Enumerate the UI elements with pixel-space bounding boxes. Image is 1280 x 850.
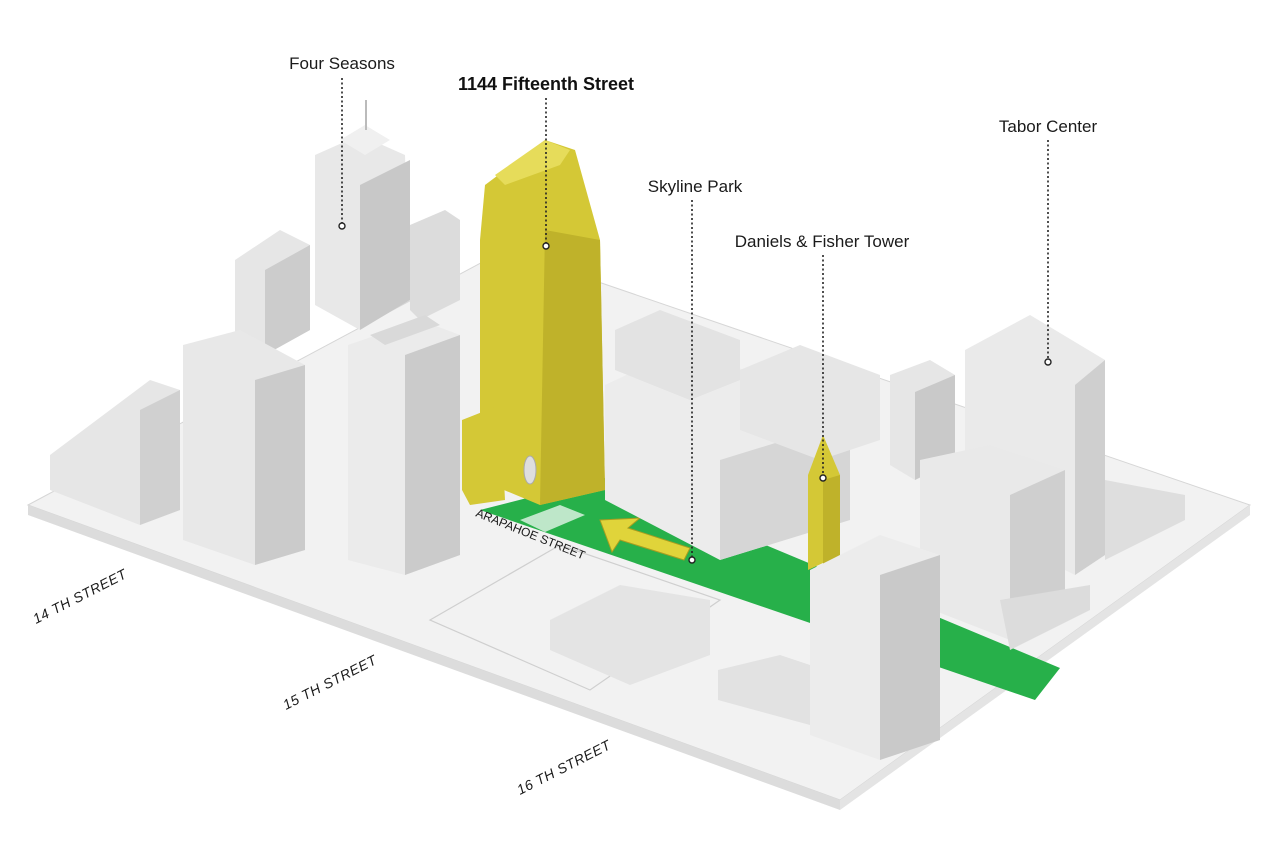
- street-14th: 14 TH STREET: [30, 565, 130, 627]
- label-tabor-center: Tabor Center: [999, 117, 1098, 136]
- daniels-fisher-marker: [819, 474, 827, 482]
- street-15th: 15 TH STREET: [280, 651, 380, 713]
- label-1144-fifteenth-street: 1144 Fifteenth Street: [458, 74, 634, 94]
- highlight-building-1144: [462, 140, 605, 505]
- fifteenth-street-marker: [542, 242, 550, 250]
- background-buildings: [235, 100, 1185, 650]
- four-seasons-marker: [338, 222, 346, 230]
- direction-arrow: [599, 517, 691, 561]
- label-four-seasons: Four Seasons: [289, 54, 395, 73]
- tabor-center-marker: [1044, 358, 1052, 366]
- label-leaders: [338, 78, 1052, 564]
- skyline-park-marker: [688, 556, 696, 564]
- foreground-buildings: [50, 315, 940, 760]
- label-daniels-fisher-tower: Daniels & Fisher Tower: [735, 232, 910, 251]
- street-16th: 16 TH STREET: [514, 736, 614, 798]
- daniels-fisher-tower: [808, 435, 840, 570]
- label-skyline-park: Skyline Park: [648, 177, 743, 196]
